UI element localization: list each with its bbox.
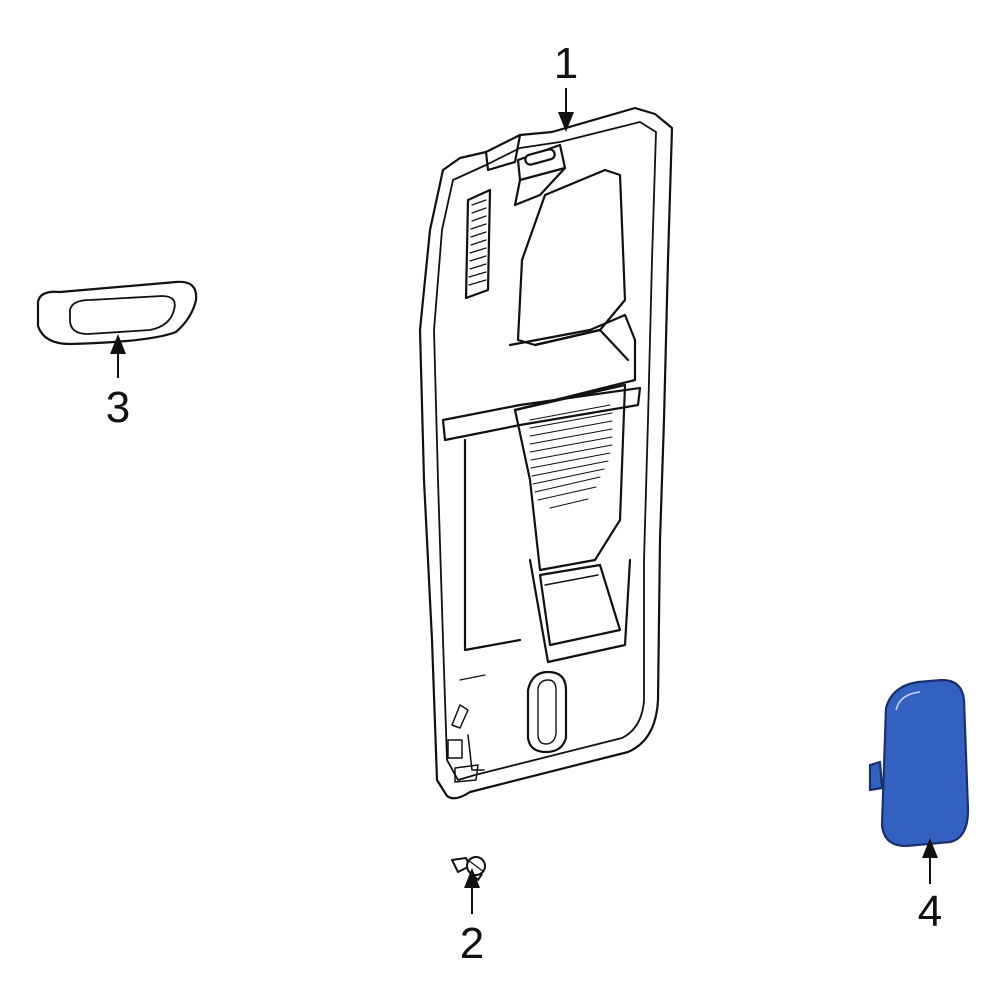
callout-2: 2 (459, 919, 485, 968)
leader-lines (110, 88, 938, 914)
trim-cover-highlighted[interactable] (868, 678, 970, 848)
push-pin-clip[interactable] (451, 856, 486, 881)
callout-3: 3 (105, 383, 131, 432)
callout-4: 4 (917, 887, 943, 936)
door-handle-bezel[interactable] (36, 280, 198, 346)
callout-1: 1 (553, 39, 579, 88)
door-trim-panel[interactable] (418, 106, 674, 800)
